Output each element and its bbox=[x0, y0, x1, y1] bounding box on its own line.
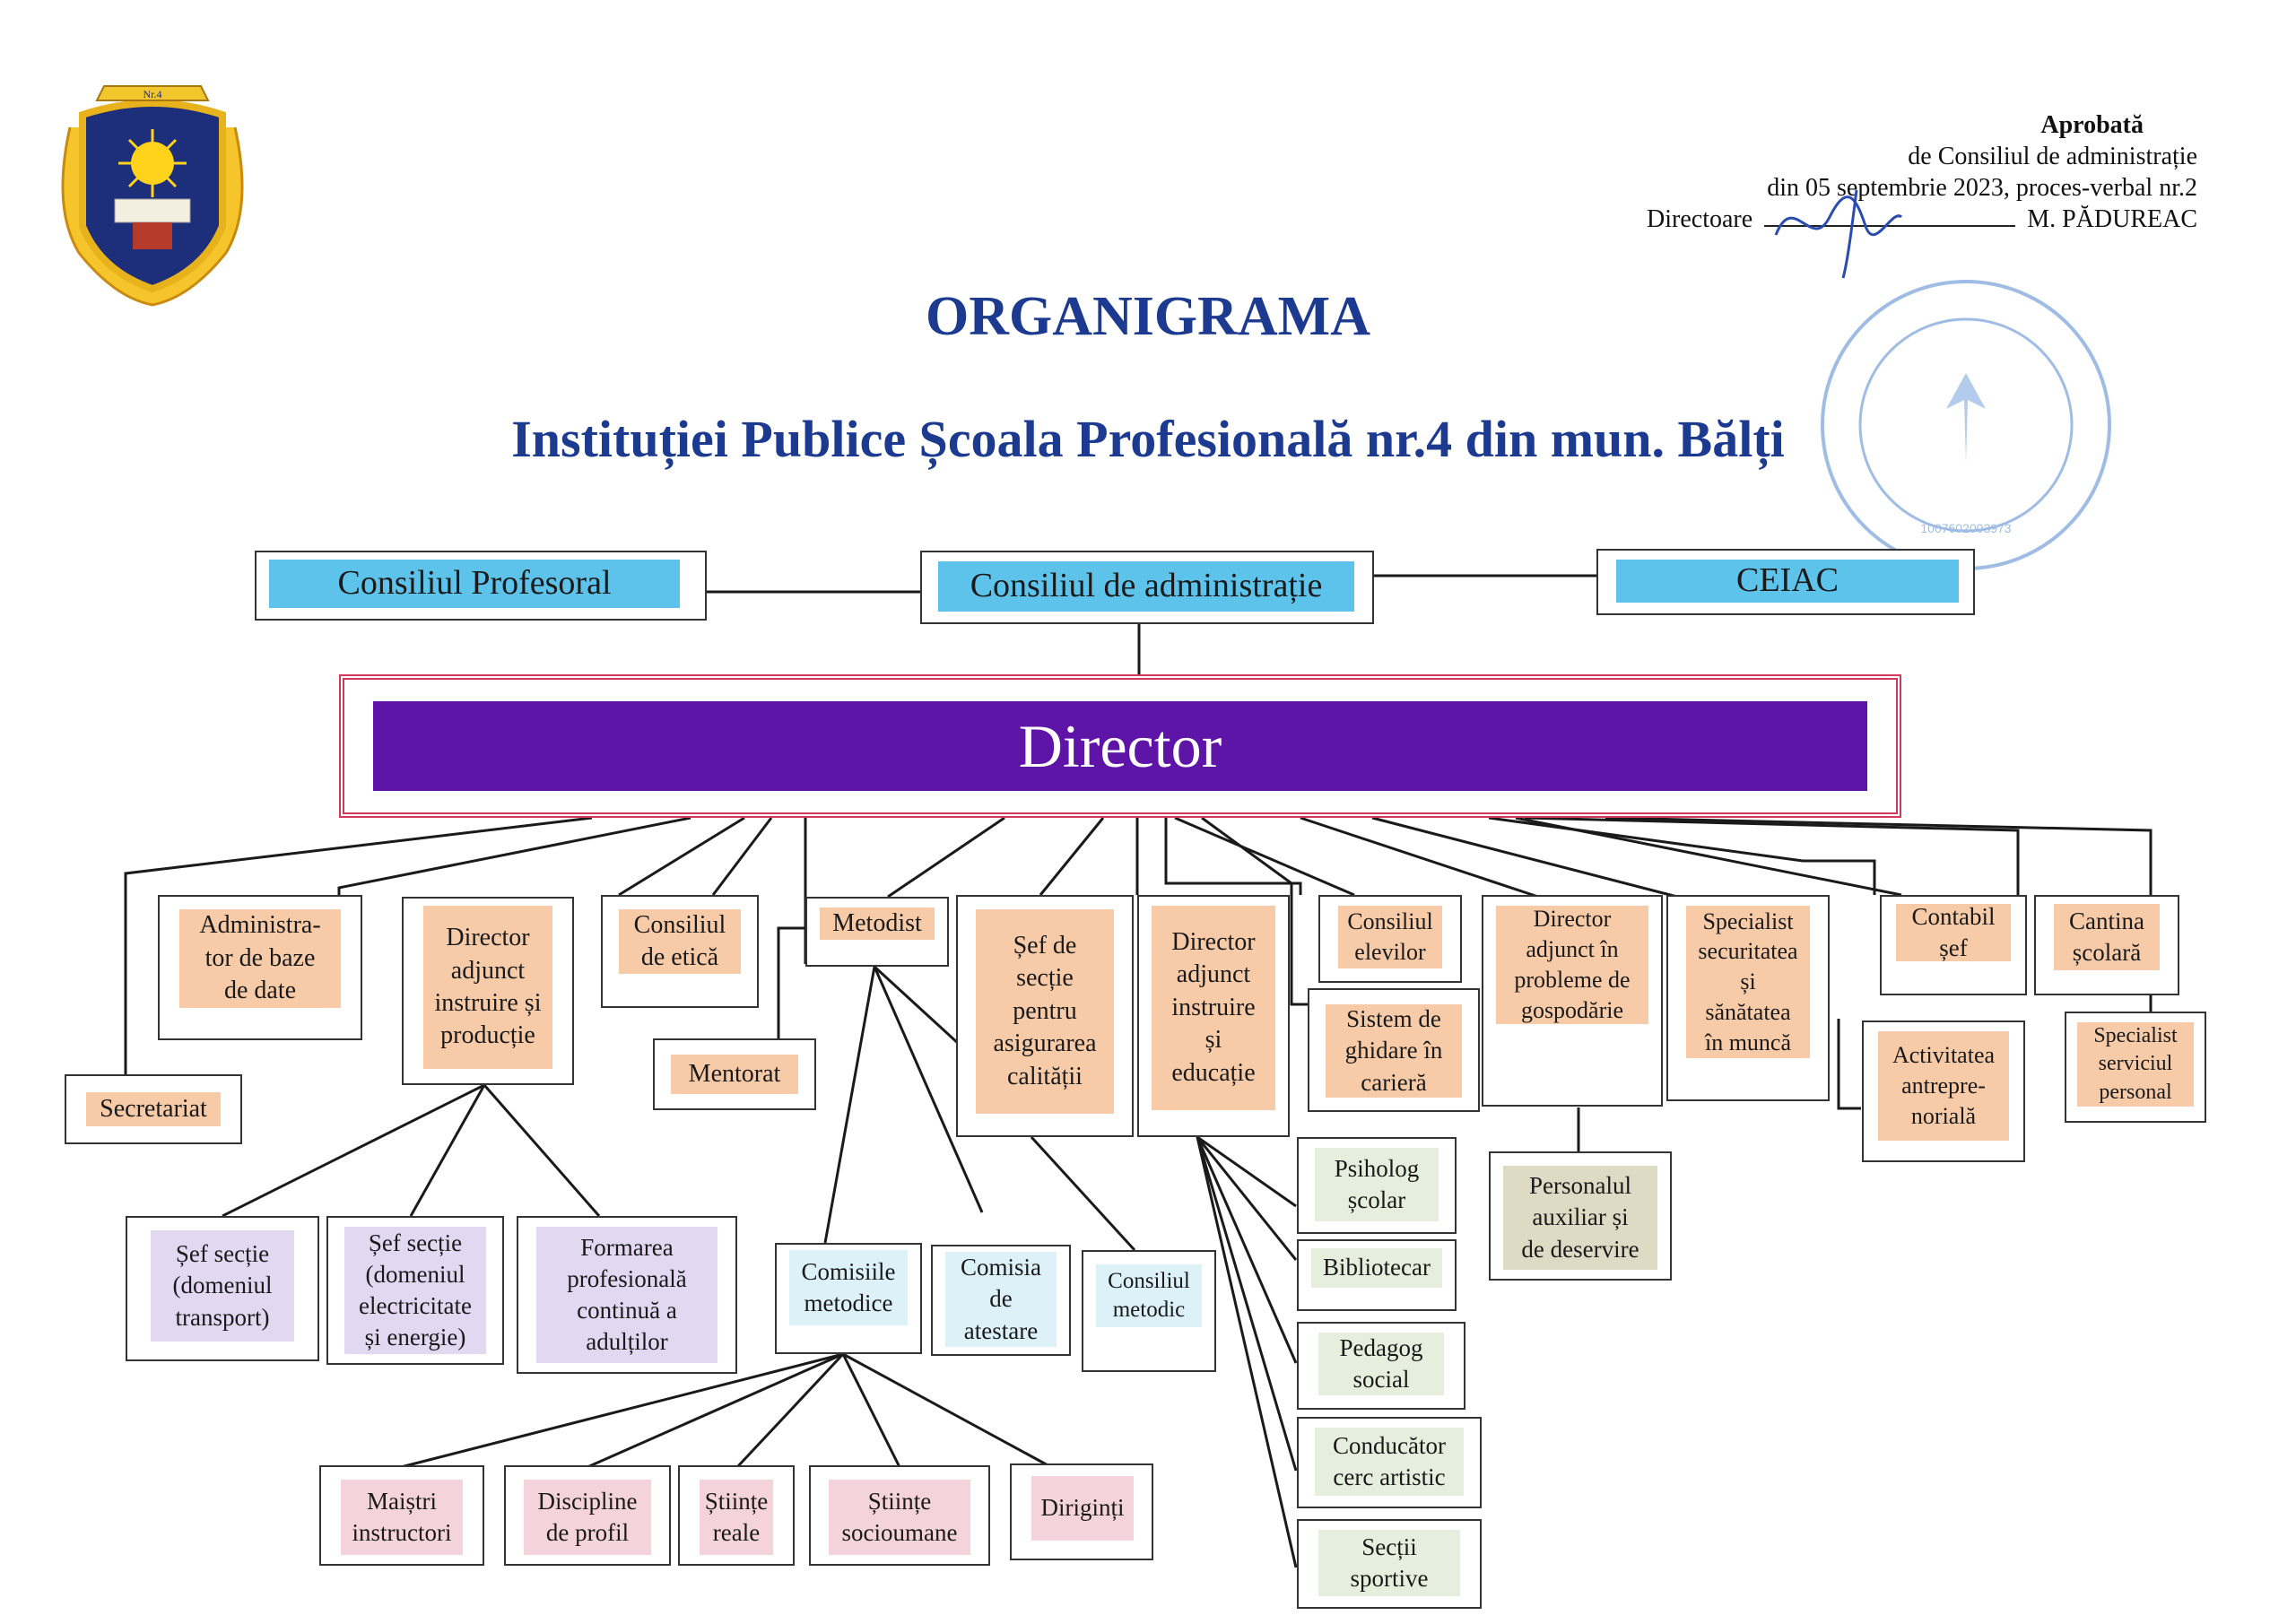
comisia-atestare-box: Comisia de atestare bbox=[931, 1245, 1071, 1356]
comisiile-metodice-box: Comisiile metodice bbox=[775, 1243, 922, 1354]
metodist-label: Metodist bbox=[820, 908, 935, 940]
sef-sectie-calitate-box: Șef de secție pentru asigurarea calități… bbox=[956, 895, 1134, 1137]
maistri-instructori-box: Maiștri instructori bbox=[319, 1465, 484, 1566]
comisia-atestare-label: Comisia de atestare bbox=[945, 1252, 1057, 1347]
school-logo: Nr.4 bbox=[43, 74, 262, 310]
ceiac-label: CEIAC bbox=[1616, 560, 1959, 603]
personalul-auxiliar-label: Personalul auxiliar și de deservire bbox=[1503, 1166, 1657, 1270]
activitatea-antreprenoriala-box: Activitatea antrepre- norială bbox=[1862, 1020, 2025, 1162]
logo-top-text: Nr.4 bbox=[144, 88, 162, 100]
approval-role: Directoare bbox=[1647, 205, 1753, 233]
stiinte-socioumane-label: Științe socioumane bbox=[829, 1480, 970, 1555]
contabil-sef-box: Contabil șef bbox=[1880, 895, 2027, 995]
comisiile-metodice-label: Comisiile metodice bbox=[789, 1250, 908, 1325]
activitatea-antreprenoriala-label: Activitatea antrepre- norială bbox=[1878, 1031, 2009, 1141]
sef-sectie-electricitate-box: Șef secție (domeniul electricitate și en… bbox=[326, 1216, 504, 1365]
pedagog-social-box: Pedagog social bbox=[1297, 1322, 1465, 1410]
consiliul-administratie-label: Consiliul de administrație bbox=[938, 561, 1354, 612]
specialist-securitate-box: Specialist securitatea și sănătatea în m… bbox=[1666, 895, 1830, 1101]
consiliul-metodic-box: Consiliul metodic bbox=[1082, 1250, 1216, 1372]
consiliul-profesoral-box: Consiliul Profesoral bbox=[255, 551, 707, 621]
approval-block: Aprobată de Consiliul de administrație d… bbox=[1399, 109, 2197, 235]
metodist-box: Metodist bbox=[805, 897, 949, 967]
sef-sectie-electricitate-label: Șef secție (domeniul electricitate și en… bbox=[344, 1227, 486, 1354]
approval-signature-line: Directoare M. PĂDUREAC bbox=[1399, 204, 2197, 235]
stamp-icon: 1007602003973 bbox=[1821, 280, 2111, 570]
mentorat-box: Mentorat bbox=[653, 1038, 816, 1110]
administrator-baze-date-label: Administra- tor de baze de date bbox=[179, 909, 341, 1008]
consiliul-elevilor-box: Consiliul elevilor bbox=[1318, 895, 1462, 983]
discipline-profil-label: Discipline de profil bbox=[524, 1480, 651, 1555]
psiholog-scolar-box: Psiholog școlar bbox=[1297, 1137, 1457, 1234]
director-adjunct-educatie-label: Director adjunct instruire și educație bbox=[1152, 906, 1275, 1110]
director-adjunct-educatie-box: Director adjunct instruire și educație bbox=[1137, 895, 1290, 1137]
page-subtitle: Instituției Publice Școala Profesională … bbox=[511, 410, 1785, 468]
specialist-personal-box: Specialist serviciul personal bbox=[2065, 1012, 2206, 1123]
stiinte-reale-label: Științe reale bbox=[700, 1480, 773, 1555]
secretariat-box: Secretariat bbox=[65, 1074, 242, 1144]
director-label: Director bbox=[373, 701, 1867, 791]
pedagog-social-label: Pedagog social bbox=[1318, 1333, 1444, 1395]
formarea-profesionala-label: Formarea profesională continuă a adulțil… bbox=[536, 1227, 718, 1363]
consiliul-administratie-box: Consiliul de administrație bbox=[920, 551, 1374, 624]
sef-sectie-transport-label: Șef secție (domeniul transport) bbox=[151, 1230, 294, 1342]
conducator-cerc-label: Conducător cerc artistic bbox=[1315, 1428, 1464, 1496]
sectii-sportive-label: Secții sportive bbox=[1318, 1530, 1460, 1596]
page-title: ORGANIGRAMA bbox=[926, 286, 1370, 347]
discipline-profil-box: Discipline de profil bbox=[504, 1465, 671, 1566]
administrator-baze-date-box: Administra- tor de baze de date bbox=[158, 895, 362, 1040]
bibliotecar-box: Bibliotecar bbox=[1297, 1239, 1457, 1311]
stiinte-socioumane-box: Științe socioumane bbox=[809, 1465, 990, 1566]
director-adjunct-productie-box: Director adjunct instruire și producție bbox=[402, 897, 574, 1085]
director-adjunct-gospodarie-box: Director adjunct în probleme de gospodăr… bbox=[1482, 895, 1663, 1107]
consiliul-elevilor-label: Consiliul elevilor bbox=[1338, 906, 1442, 968]
director-frame: Director bbox=[339, 674, 1901, 818]
cantina-scolara-box: Cantina școlară bbox=[2034, 895, 2179, 995]
consiliul-etica-box: Consiliul de etică bbox=[601, 895, 759, 1008]
sistem-ghidare-box: Sistem de ghidare în carieră bbox=[1308, 988, 1480, 1112]
formarea-profesionala-box: Formarea profesională continuă a adulțil… bbox=[517, 1216, 737, 1374]
approval-line-2: din 05 septembrie 2023, proces-verbal nr… bbox=[1767, 174, 2197, 202]
director-adjunct-productie-label: Director adjunct instruire și producție bbox=[423, 906, 552, 1069]
personalul-auxiliar-box: Personalul auxiliar și de deservire bbox=[1489, 1151, 1672, 1281]
consiliul-profesoral-label: Consiliul Profesoral bbox=[269, 560, 680, 608]
sef-sectie-transport-box: Șef secție (domeniul transport) bbox=[126, 1216, 319, 1361]
diriginti-box: Diriginți bbox=[1010, 1463, 1153, 1560]
director-adjunct-gospodarie-label: Director adjunct în probleme de gospodăr… bbox=[1496, 906, 1648, 1024]
secretariat-label: Secretariat bbox=[86, 1092, 221, 1126]
signature-mark bbox=[1758, 172, 1937, 280]
school-crest-icon: Nr.4 bbox=[61, 85, 244, 307]
approval-line-1: de Consiliul de administrație bbox=[1908, 143, 2197, 170]
contabil-sef-label: Contabil șef bbox=[1896, 903, 2011, 961]
consiliul-metodic-label: Consiliul metodic bbox=[1096, 1264, 1202, 1327]
approval-name: M. PĂDUREAC bbox=[2027, 205, 2197, 233]
stiinte-reale-box: Științe reale bbox=[678, 1465, 795, 1566]
cantina-scolara-label: Cantina școlară bbox=[2054, 904, 2160, 970]
sef-sectie-calitate-label: Șef de secție pentru asigurarea calități… bbox=[976, 909, 1114, 1114]
approval-heading: Aprobată bbox=[2040, 111, 2144, 139]
specialist-personal-label: Specialist serviciul personal bbox=[2077, 1022, 2194, 1107]
psiholog-scolar-label: Psiholog școlar bbox=[1315, 1148, 1439, 1221]
maistri-instructori-label: Maiștri instructori bbox=[341, 1480, 463, 1555]
conducator-cerc-box: Conducător cerc artistic bbox=[1297, 1417, 1482, 1508]
ceiac-box: CEIAC bbox=[1596, 549, 1975, 615]
stamp-code: 1007602003973 bbox=[1920, 521, 2011, 535]
specialist-securitate-label: Specialist securitatea și sănătatea în m… bbox=[1686, 906, 1810, 1058]
mentorat-label: Mentorat bbox=[671, 1055, 798, 1094]
official-stamp: 1007602003973 bbox=[1815, 274, 2117, 576]
diriginti-label: Diriginți bbox=[1031, 1476, 1134, 1541]
signature-line bbox=[1764, 205, 2016, 227]
handwritten-signature-icon bbox=[1774, 189, 1903, 279]
consiliul-etica-label: Consiliul de etică bbox=[619, 909, 741, 974]
sectii-sportive-box: Secții sportive bbox=[1297, 1519, 1482, 1609]
sistem-ghidare-label: Sistem de ghidare în carieră bbox=[1326, 1004, 1462, 1098]
bibliotecar-label: Bibliotecar bbox=[1311, 1248, 1442, 1288]
